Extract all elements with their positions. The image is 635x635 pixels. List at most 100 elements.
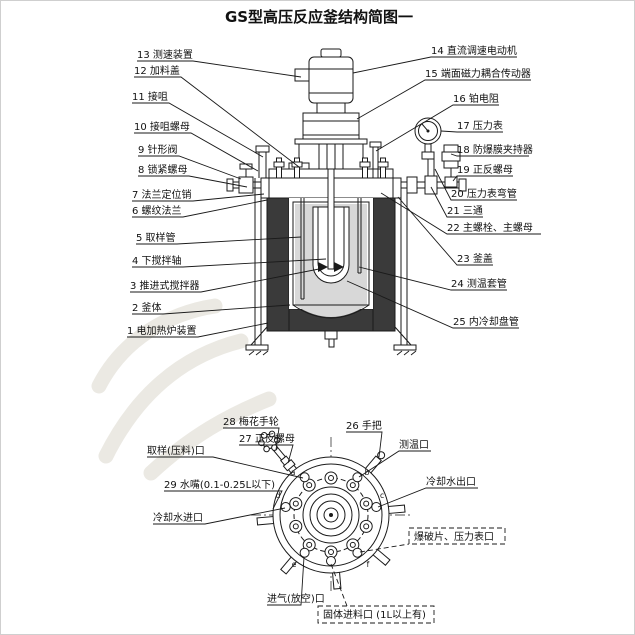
- svg-text:24 测温套管: 24 测温套管: [451, 277, 507, 290]
- label-heating-furnace: 1 电加热炉装置: [127, 322, 269, 338]
- svg-text:18 防爆膜夹持器: 18 防爆膜夹持器: [457, 143, 533, 156]
- svg-text:9 针形阀: 9 针形阀: [138, 143, 178, 156]
- cooling-water-inlet-port: [280, 502, 291, 512]
- propeller-stirrer: [318, 262, 344, 272]
- bottom-drain: [324, 330, 338, 348]
- solid-feed-port: [326, 556, 336, 566]
- thermowell: [357, 198, 362, 274]
- svg-text:28 梅花手轮: 28 梅花手轮: [223, 415, 279, 428]
- svg-text:冷却水出口: 冷却水出口: [426, 475, 476, 488]
- gas-inlet-port: [299, 547, 310, 558]
- label-flange-pin: 7 法兰定位销: [132, 188, 265, 202]
- svg-text:14 直流调速电动机: 14 直流调速电动机: [431, 44, 517, 57]
- port-marker-e: e: [292, 560, 297, 569]
- svg-text:3 推进式搅拌器: 3 推进式搅拌器: [130, 279, 200, 292]
- cooling-water-outlet-port: [371, 502, 382, 512]
- rupture-disc-port: [352, 547, 363, 558]
- label-feed-cover: 12 加料盖: [134, 64, 300, 168]
- label-gas-inlet-port: 进气(放空)口: [267, 556, 325, 606]
- svg-text:爆破片、压力表口: 爆破片、压力表口: [414, 530, 494, 543]
- svg-text:13 测速装置: 13 测速装置: [137, 48, 193, 61]
- label-gauge-bend-pipe: 20 压力表弯管: [434, 168, 517, 201]
- sampling-tube: [300, 198, 305, 300]
- label-needle-valve: 9 针形阀: [138, 143, 242, 180]
- dc-motor: [308, 48, 354, 104]
- page-title: GS型高压反应釜结构简图一: [225, 8, 413, 26]
- pressure-gauge: [414, 117, 442, 145]
- label-temperature-port: 测温口: [358, 438, 431, 478]
- label-cooling-coil: 25 内冷却盘管: [346, 280, 519, 329]
- label-main-bolt-nut: 22 主螺栓、主螺母: [380, 192, 541, 235]
- magnetic-coupling: [294, 102, 368, 178]
- svg-text:进气(放空)口: 进气(放空)口: [267, 592, 325, 605]
- label-propeller-stirrer: 3 推进式搅拌器: [130, 268, 320, 293]
- stirrer-shaft: [327, 168, 335, 270]
- svg-text:5 取样管: 5 取样管: [136, 231, 176, 244]
- port-marker-a: a: [291, 468, 296, 477]
- label-threaded-flange: 6 螺纹法兰: [132, 199, 268, 218]
- nozzle: [255, 145, 270, 178]
- stand: [245, 178, 417, 356]
- svg-text:26 手把: 26 手把: [346, 419, 382, 432]
- svg-text:29 水嘴(0.1-0.25L以下): 29 水嘴(0.1-0.25L以下): [164, 479, 275, 491]
- svg-text:8 锁紧螺母: 8 锁紧螺母: [138, 163, 188, 176]
- label-dc-motor: 14 直流调速电动机: [352, 44, 517, 74]
- temperature-port: [352, 472, 363, 483]
- label-water-nozzle: 29 水嘴(0.1-0.25L以下): [164, 479, 283, 510]
- top-view-callouts: 28 梅花手轮 27 正反螺母 26 手把 取样(压料)口 测温口 29 水嘴(…: [147, 415, 506, 624]
- label-rupture-disc-holder: 18 防爆膜夹持器: [450, 143, 533, 157]
- label-rupture-disc-port: 爆破片、压力表口: [359, 527, 506, 553]
- label-tee: 21 三通: [430, 186, 483, 218]
- label-speed-sensor: 13 测速装置: [137, 48, 302, 78]
- svg-text:27 正反螺母: 27 正反螺母: [239, 433, 295, 445]
- cover-flange-rings: [272, 456, 390, 574]
- svg-text:16 铂电阻: 16 铂电阻: [453, 92, 499, 105]
- cover-bolts: [289, 471, 373, 559]
- svg-text:1 电加热炉装置: 1 电加热炉装置: [127, 324, 197, 337]
- needle-valve: [226, 163, 261, 194]
- svg-text:21 三通: 21 三通: [447, 205, 483, 217]
- svg-text:20 压力表弯管: 20 压力表弯管: [451, 187, 517, 200]
- label-kettle-body: 2 釜体: [132, 301, 291, 315]
- port-marker-f: f: [367, 560, 370, 569]
- front-view: [226, 48, 467, 356]
- port-marker-b: b: [365, 468, 370, 477]
- label-nozzle-nut: 10 接咀螺母: [134, 120, 259, 172]
- speed-sensor: [294, 68, 310, 82]
- svg-text:22 主螺栓、主螺母: 22 主螺栓、主螺母: [447, 221, 533, 234]
- svg-text:10 接咀螺母: 10 接咀螺母: [134, 120, 190, 133]
- svg-text:12 加料盖: 12 加料盖: [134, 64, 180, 77]
- label-plum-handwheel: 28 梅花手轮: [223, 415, 280, 451]
- port-marker-c: c: [380, 491, 384, 500]
- svg-text:取样(压料)口: 取样(压料)口: [147, 444, 205, 457]
- label-pressure-gauge: 17 压力表: [440, 119, 503, 133]
- svg-text:冷却水进口: 冷却水进口: [153, 511, 203, 524]
- svg-text:2 釜体: 2 釜体: [132, 301, 162, 314]
- main-bolts: [273, 157, 389, 179]
- svg-text:4 下搅拌轴: 4 下搅拌轴: [132, 254, 182, 267]
- svg-text:6 螺纹法兰: 6 螺纹法兰: [132, 204, 182, 217]
- right-piping: [401, 117, 467, 195]
- port-markers: a b c d e f: [276, 468, 384, 569]
- svg-text:11 接咀: 11 接咀: [132, 90, 168, 103]
- tee-fitting: [424, 175, 438, 195]
- label-thermowell: 24 测温套管: [358, 266, 507, 291]
- svg-text:19 正反螺母: 19 正反螺母: [457, 164, 513, 176]
- label-nozzle: 11 接咀: [132, 90, 264, 158]
- label-cooling-water-outlet: 冷却水出口: [377, 475, 478, 508]
- label-stirring-shaft: 4 下搅拌轴: [132, 254, 327, 268]
- svg-text:15 端面磁力耦合传动器: 15 端面磁力耦合传动器: [425, 67, 531, 80]
- svg-text:测温口: 测温口: [399, 438, 429, 451]
- label-reverse-nut-2: 27 正反螺母: [239, 433, 295, 464]
- label-kettle-cover: 23 釜盖: [397, 196, 493, 266]
- svg-text:25 内冷却盘管: 25 内冷却盘管: [453, 315, 519, 328]
- port-marker-d: d: [276, 491, 281, 500]
- label-sampling-tube: 5 取样管: [136, 231, 302, 245]
- svg-text:7 法兰定位销: 7 法兰定位销: [132, 188, 192, 201]
- label-sampling-port: 取样(压料)口: [147, 444, 304, 479]
- label-magnetic-coupling: 15 端面磁力耦合传动器: [356, 67, 531, 120]
- left-callouts: 13 测速装置 12 加料盖 11 接咀 10 接咀螺母 9 针形阀 8 锁紧螺…: [127, 48, 327, 338]
- label-handle: 26 手把: [346, 419, 383, 458]
- cover-ports: [280, 472, 382, 566]
